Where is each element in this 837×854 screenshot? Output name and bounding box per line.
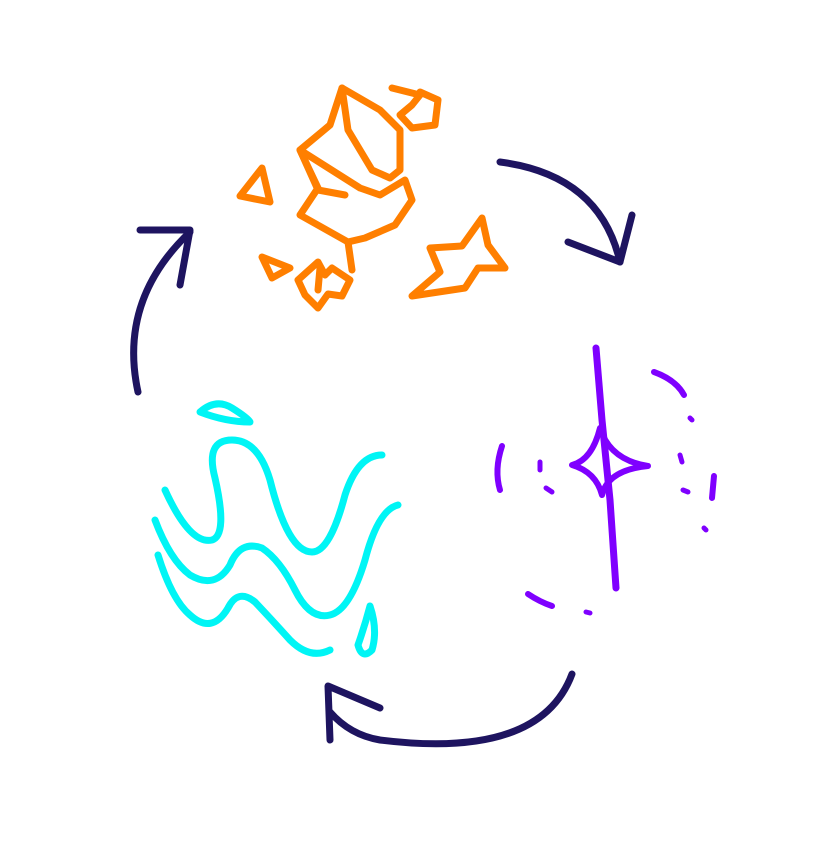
water-droplet-bottom bbox=[354, 602, 379, 658]
crystal-triangle-small bbox=[258, 253, 294, 282]
spark-dot bbox=[583, 609, 593, 616]
crystal-cluster-bottom bbox=[294, 258, 354, 312]
crystal-block bbox=[296, 146, 416, 246]
spark-ring-top bbox=[651, 369, 687, 398]
spark-dot bbox=[687, 415, 695, 423]
spark-ring-right bbox=[709, 473, 717, 501]
spark-ring-bottom bbox=[525, 591, 555, 609]
crystal-cluster-line bbox=[314, 264, 324, 294]
water-wave-1 bbox=[161, 436, 386, 556]
spark-star bbox=[569, 425, 651, 498]
crystal-shard-tall bbox=[338, 84, 404, 182]
spark-ring-left bbox=[494, 443, 505, 493]
arrow-crystals-to-spark bbox=[496, 158, 624, 266]
arrow-head bbox=[324, 682, 384, 744]
spark-beam bbox=[592, 344, 620, 592]
orange-crystals-icon bbox=[236, 84, 509, 312]
crystal-triangle-left bbox=[236, 164, 274, 206]
arrow-head bbox=[136, 226, 194, 289]
crystal-block-tip bbox=[344, 238, 356, 274]
cycle-arrows bbox=[130, 158, 636, 748]
curved-arrow-icon bbox=[130, 226, 194, 396]
water-wave-2 bbox=[151, 501, 402, 620]
curved-arrow-icon bbox=[496, 158, 636, 266]
crystal-shard-left-face bbox=[296, 84, 349, 199]
water-wave-3 bbox=[154, 551, 334, 657]
arrow-spark-to-water bbox=[326, 670, 576, 748]
purple-spark-icon bbox=[494, 344, 717, 616]
spark-dot bbox=[677, 452, 685, 465]
cyan-water-waves-icon bbox=[151, 400, 402, 658]
crystal-small-top bbox=[388, 84, 442, 132]
curved-arrow-icon bbox=[324, 670, 576, 748]
spark-dot bbox=[701, 525, 709, 533]
crystal-star-right bbox=[408, 214, 509, 300]
spark-dot bbox=[543, 485, 555, 495]
water-droplet-top bbox=[196, 400, 254, 426]
arrow-water-to-crystals bbox=[130, 228, 194, 396]
spark-dot bbox=[680, 487, 691, 495]
arrow-head bbox=[564, 211, 636, 266]
